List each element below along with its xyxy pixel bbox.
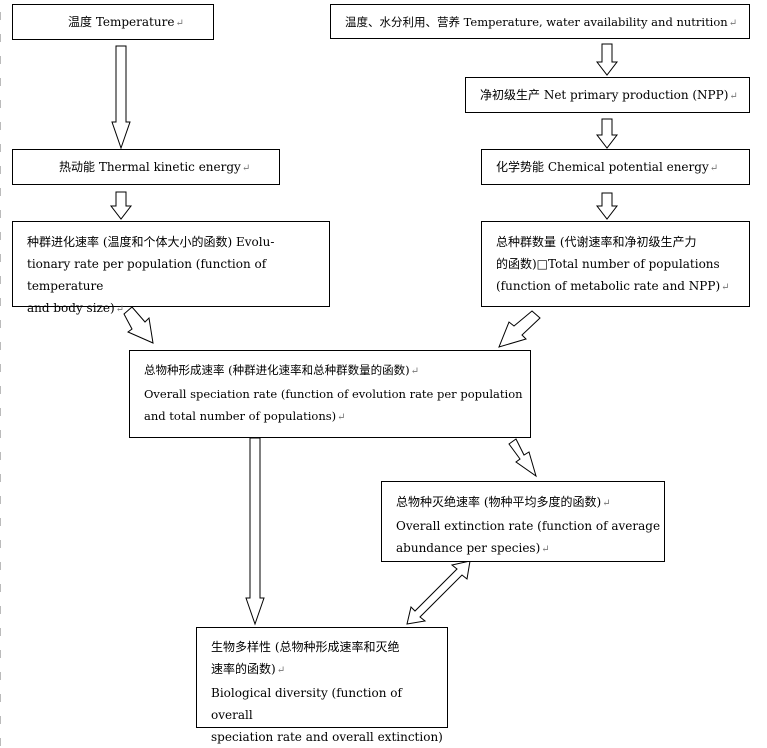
margin-mark xyxy=(0,474,5,482)
margin-mark xyxy=(0,364,5,372)
node-total-populations-line3: (function of metabolic rate and NPP) xyxy=(496,279,721,293)
node-npp: 净初级生产 Net primary production (NPP)↵ xyxy=(465,77,750,113)
paragraph-mark: ↵ xyxy=(410,366,420,377)
paragraph-mark: ↵ xyxy=(541,544,550,555)
margin-mark xyxy=(0,452,5,460)
margin-mark xyxy=(0,144,5,152)
margin-mark xyxy=(0,342,5,350)
arrow-thermal-to-evolutionary xyxy=(109,191,133,220)
node-overall-extinction-line2: Overall extinction rate (function of ave… xyxy=(396,519,661,533)
node-total-populations-line2: 的函数)□Total number of populations xyxy=(496,257,720,271)
node-overall-speciation: 总物种形成速率 (种群进化速率和总种群数量的函数)↵ Overall speci… xyxy=(129,350,531,438)
margin-mark xyxy=(0,166,5,174)
node-biological-diversity-line3: Biological diversity (function of overal… xyxy=(211,686,402,722)
margin-mark xyxy=(0,738,5,746)
node-biological-diversity-line2: 速率的函数) xyxy=(211,662,276,676)
arrow-npp-to-chemical xyxy=(595,118,619,149)
arrow-temperature-to-thermal xyxy=(111,45,131,150)
node-evolutionary-rate-line2: tionary rate per population (function of… xyxy=(27,257,267,293)
arrow-extinction-diversity-bidirectional xyxy=(406,560,471,625)
margin-mark xyxy=(0,320,5,328)
margin-mark xyxy=(0,386,5,394)
node-overall-speciation-line2: Overall speciation rate (function of evo… xyxy=(144,387,523,401)
margin-mark xyxy=(0,694,5,702)
paragraph-mark: ↵ xyxy=(337,412,346,423)
node-evolutionary-rate: 种群进化速率 (温度和个体大小的函数) Evolu- tionary rate … xyxy=(12,221,330,315)
margin-mark xyxy=(0,562,5,570)
node-temp-water-nutrition: 温度、水分利用、营养 Temperature, water availabili… xyxy=(330,4,750,39)
node-overall-extinction-line3: abundance per species) xyxy=(396,541,541,555)
margin-mark xyxy=(0,276,5,284)
node-chemical-potential: 化学势能 Chemical potential energy↵ xyxy=(481,149,750,185)
margin-mark xyxy=(0,496,5,504)
node-thermal-kinetic-text: 热动能 Thermal kinetic energy xyxy=(59,160,241,174)
arrow-chemical-to-populations xyxy=(595,192,619,220)
margin-mark xyxy=(0,298,5,306)
margin-mark xyxy=(0,518,5,526)
margin-mark xyxy=(0,606,5,614)
margin-mark xyxy=(0,12,5,20)
margin-mark xyxy=(0,78,5,86)
margin-mark xyxy=(0,650,5,658)
arrow-speciation-to-extinction xyxy=(508,438,537,478)
margin-mark xyxy=(0,540,5,548)
margin-mark xyxy=(0,100,5,108)
margin-mark xyxy=(0,672,5,680)
paragraph-mark: ↵ xyxy=(729,91,738,102)
paragraph-mark: ↵ xyxy=(728,18,738,29)
margin-mark xyxy=(0,232,5,240)
node-overall-extinction: 总物种灭绝速率 (物种平均多度的函数)↵ Overall extinction … xyxy=(381,481,665,562)
node-overall-speciation-line3: and total number of populations) xyxy=(144,409,337,423)
paragraph-mark: ↵ xyxy=(276,665,286,676)
node-temperature-text: 温度 Temperature xyxy=(68,15,175,29)
paragraph-mark: ↵ xyxy=(241,163,251,174)
node-biological-diversity-line1: 生物多样性 (总物种形成速率和灭绝 xyxy=(211,640,400,654)
node-total-populations: 总种群数量 (代谢速率和净初级生产力 的函数)□Total number of … xyxy=(481,221,750,307)
node-biological-diversity: 生物多样性 (总物种形成速率和灭绝 速率的函数)↵ Biological div… xyxy=(196,627,448,744)
node-overall-speciation-line1: 总物种形成速率 (种群进化速率和总种群数量的函数) xyxy=(144,363,410,377)
paragraph-mark: ↵ xyxy=(709,163,719,174)
node-chemical-potential-text: 化学势能 Chemical potential energy xyxy=(496,160,709,174)
node-total-populations-line1: 总种群数量 (代谢速率和净初级生产力 xyxy=(496,235,697,249)
margin-mark xyxy=(0,408,5,416)
node-overall-extinction-line1: 总物种灭绝速率 (物种平均多度的函数) xyxy=(396,495,602,509)
node-evolutionary-rate-line1: 种群进化速率 (温度和个体大小的函数) Evolu- xyxy=(27,235,275,249)
node-temp-water-nutrition-text: 温度、水分利用、营养 Temperature, water availabili… xyxy=(345,15,728,29)
node-biological-diversity-line4: speciation rate and overall extinction) xyxy=(211,730,443,744)
arrow-water-to-npp xyxy=(595,43,619,76)
node-thermal-kinetic: 热动能 Thermal kinetic energy↵ xyxy=(12,149,280,185)
arrow-populations-to-speciation xyxy=(498,310,541,348)
margin-mark xyxy=(0,56,5,64)
node-npp-text: 净初级生产 Net primary production (NPP) xyxy=(480,88,729,102)
arrow-evolutionary-to-speciation xyxy=(123,306,154,344)
paragraph-mark: ↵ xyxy=(175,18,184,29)
margin-mark xyxy=(0,628,5,636)
margin-mark xyxy=(0,34,5,42)
margin-mark xyxy=(0,210,5,218)
margin-mark xyxy=(0,430,5,438)
paragraph-mark: ↵ xyxy=(721,282,730,293)
paragraph-mark: ↵ xyxy=(602,498,611,509)
paragraph-mark: ↵ xyxy=(115,304,125,315)
arrow-speciation-to-diversity xyxy=(245,437,265,626)
node-evolutionary-rate-line3: and body size) xyxy=(27,301,115,315)
margin-mark xyxy=(0,254,5,262)
margin-mark xyxy=(0,584,5,592)
node-temperature: 温度 Temperature↵ xyxy=(12,4,214,40)
margin-mark xyxy=(0,188,5,196)
margin-mark xyxy=(0,122,5,130)
margin-mark xyxy=(0,716,5,724)
